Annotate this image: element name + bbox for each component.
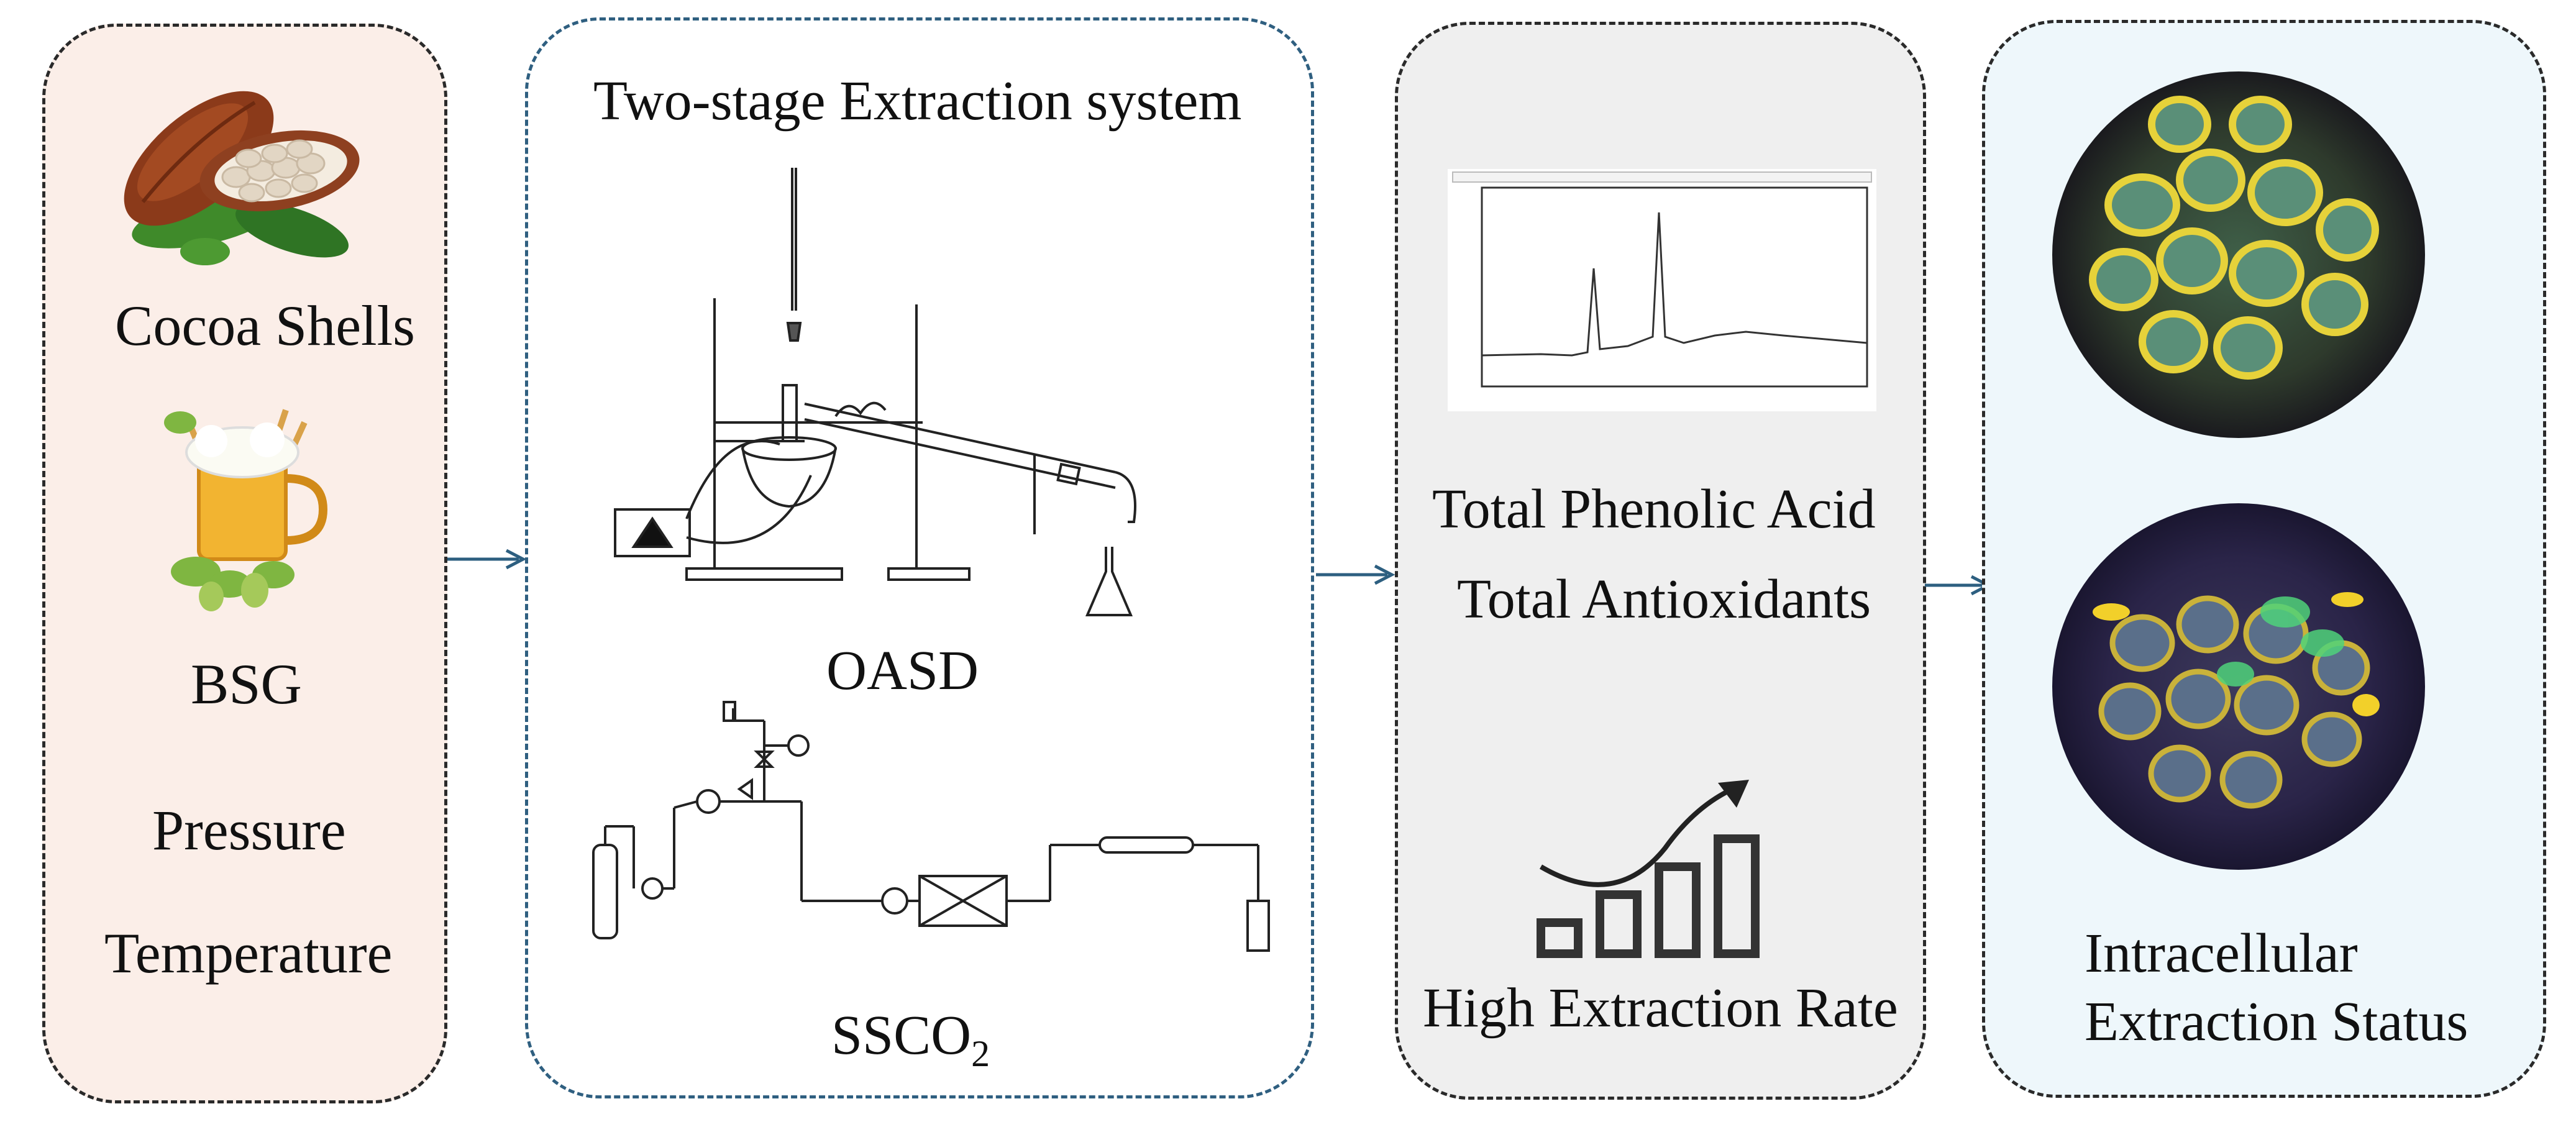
micrograph-before-image — [2052, 71, 2425, 438]
micrograph-after-image — [2052, 503, 2425, 870]
high-extraction-rate-label: High Extraction Rate — [1423, 977, 1898, 1039]
ssco2-label: SSCO2 — [831, 1005, 990, 1074]
ssco2-process-diagram — [592, 701, 1270, 952]
chromatogram-image — [1448, 169, 1876, 411]
extraction-status-line1: Intracellular — [2085, 923, 2358, 984]
total-phenolic-acid-label: Total Phenolic Acid — [1432, 478, 1876, 540]
beer-mug-icon — [164, 409, 328, 611]
arrow-right-icon — [447, 549, 527, 570]
oasd-label: OASD — [826, 640, 979, 701]
ssco2-label-subscript: 2 — [971, 1033, 990, 1074]
pressure-label: Pressure — [152, 798, 346, 862]
extraction-system-title: Two-stage Extraction system — [593, 70, 1242, 132]
temperature-label: Temperature — [104, 921, 393, 985]
total-antioxidants-label: Total Antioxidants — [1457, 568, 1871, 630]
extraction-status-line2: Extraction Status — [2085, 991, 2469, 1052]
growth-bar-chart-icon — [1537, 780, 1760, 958]
ssco2-label-main: SSCO — [831, 1005, 972, 1066]
cocoa-shells-label: Cocoa Shells — [115, 294, 415, 357]
bsg-label: BSG — [191, 652, 302, 716]
arrow-right-icon — [1316, 564, 1395, 585]
oasd-apparatus-diagram — [614, 168, 1136, 616]
cocoa-pod-icon — [124, 91, 360, 265]
